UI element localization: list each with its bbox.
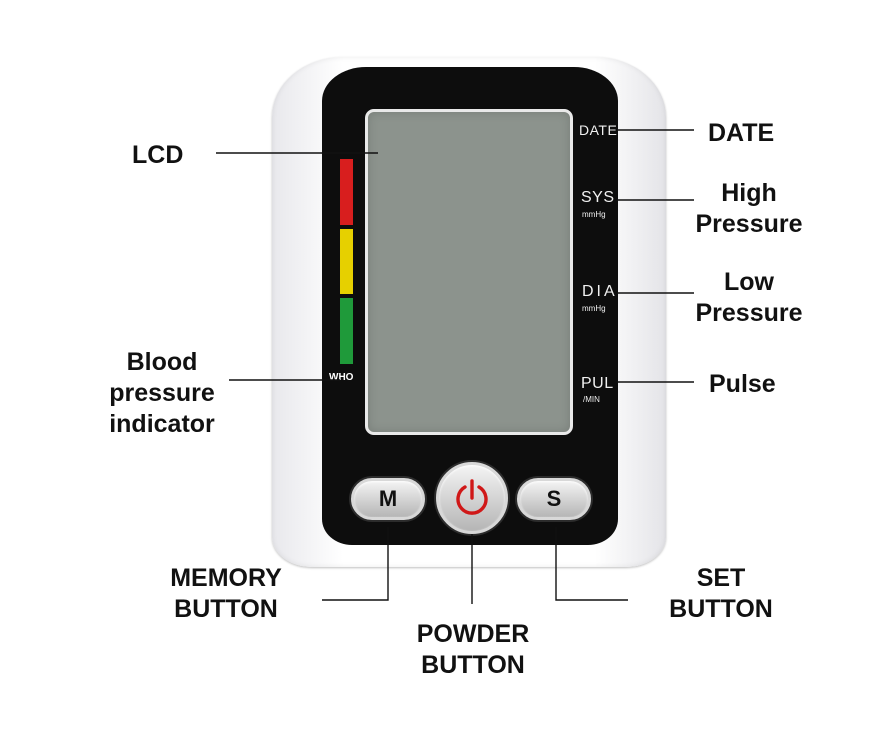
callout-bp-indicator-line-3: indicator (109, 410, 215, 438)
callout-high-pressure-line-2: Pressure (695, 210, 803, 238)
panel-sys-unit: mmHg (582, 210, 606, 219)
callout-power-button: POWDER BUTTON (396, 619, 550, 681)
indicator-bar-red (340, 159, 353, 225)
memory-button[interactable]: M (351, 478, 425, 520)
callout-lcd: LCD (132, 141, 184, 169)
set-leader-line (555, 527, 628, 601)
callout-bp-indicator: Blood pressure indicator (88, 347, 236, 440)
memory-button-label: M (378, 486, 398, 511)
panel-sys-label: SYS (581, 189, 615, 206)
callout-high-pressure-line-1: High (721, 179, 777, 207)
panel-pul-label: PUL (581, 375, 614, 392)
callout-date: DATE (708, 119, 775, 147)
callout-set-line-2: BUTTON (669, 595, 773, 623)
callout-power-line-2: BUTTON (421, 651, 525, 679)
callout-set-line-1: SET (696, 564, 746, 592)
power-button[interactable] (436, 462, 508, 534)
callout-low-pressure-line-1: Low (724, 268, 774, 296)
callout-memory-button: MEMORY BUTTON (150, 563, 302, 625)
lcd-screen (365, 109, 573, 435)
callout-set-button: SET BUTTON (648, 563, 794, 625)
callout-memory-line-1: MEMORY (170, 564, 282, 592)
memory-leader-line (322, 527, 389, 601)
panel-date-label: DATE (579, 122, 618, 138)
callout-power-line-1: POWDER (416, 620, 530, 648)
panel-dia-label: DIA (582, 283, 618, 300)
set-button[interactable]: S (517, 478, 591, 520)
callout-bp-indicator-line-1: Blood (126, 348, 198, 376)
panel-pul-unit: /MIN (583, 395, 600, 404)
callout-bp-indicator-line-2: pressure (109, 379, 215, 407)
callout-low-pressure-line-2: Pressure (695, 299, 803, 327)
set-button-label: S (546, 486, 562, 511)
callout-pulse: Pulse (709, 370, 776, 398)
who-label: WHO (329, 372, 354, 383)
panel-dia-unit: mmHg (582, 304, 606, 313)
indicator-bar-green (340, 298, 353, 364)
callout-high-pressure: High Pressure (680, 178, 818, 240)
callout-low-pressure: Low Pressure (680, 267, 818, 329)
callout-memory-line-2: BUTTON (174, 595, 278, 623)
indicator-bar-yellow (340, 229, 353, 294)
power-icon (456, 479, 488, 515)
